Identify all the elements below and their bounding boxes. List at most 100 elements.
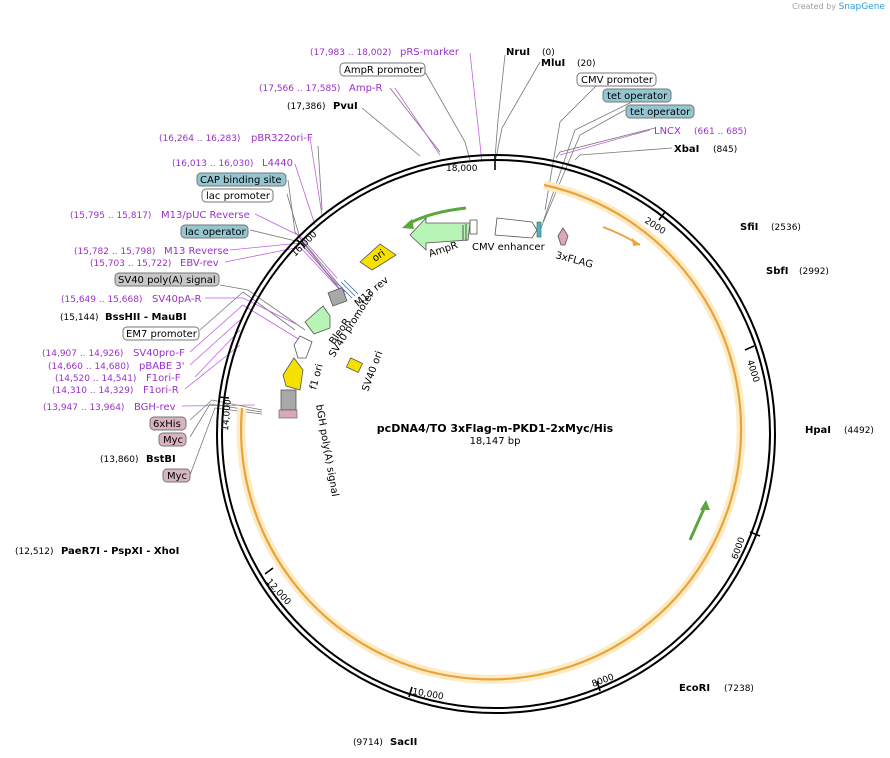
6xhis-text: 6xHis: [153, 419, 181, 430]
enzyme-sbfi-pos: (2992): [799, 267, 829, 277]
enzyme-nrui: NruI: [506, 47, 530, 58]
primer-lncx-pos: (661 .. 685): [694, 127, 747, 137]
myc-box-1: [158, 432, 187, 447]
3xflag-label: 3xFLAG: [554, 250, 594, 271]
primer-prs-marker-pos: (17,983 .. 18,002): [310, 48, 391, 58]
primer-m13puc-reverse-pos: (15,795 .. 15,817): [70, 211, 151, 221]
cap-binding-site-box: [196, 172, 287, 187]
primer-m13-reverse: M13 Reverse: [164, 246, 229, 257]
primer-pbr322ori-f: pBR322ori-F: [251, 133, 313, 144]
enzyme-hpai: HpaI: [805, 425, 831, 436]
features: [278, 206, 710, 541]
enzyme-paer7i-pos: (12,512): [15, 547, 54, 557]
sv40-ori-label: SV40 ori: [360, 350, 385, 393]
enzyme-sfii-pos: (2536): [771, 223, 801, 233]
enzyme-labels: NruI (0) MluI (20) XbaI (845) SfiI (2536…: [15, 47, 874, 748]
enzyme-nrui-pos: (0): [542, 48, 555, 58]
enzyme-xbai-pos: (845): [713, 145, 737, 155]
lac-feature-ticks: [337, 279, 359, 299]
green-arrow-top: [407, 206, 467, 226]
lac-promoter-text: lac promoter: [206, 191, 271, 202]
tick-label-14000: 14,000: [221, 399, 234, 432]
primer-amp-r-pos: (17,566 .. 17,585): [259, 84, 340, 94]
ampr-feature: [409, 216, 471, 251]
lac-promoter-box: [201, 188, 274, 203]
enzyme-ecori-pos: (7238): [724, 684, 754, 694]
myc-text-1: Myc: [163, 435, 183, 446]
bgh-polya-feature: [280, 389, 297, 411]
backbone-inner: [221, 159, 771, 709]
backbone-outer: [216, 154, 776, 714]
green-arrowhead-top: [402, 219, 414, 229]
primer-f1ori-f: F1ori-F: [146, 373, 181, 384]
enzyme-pvui: PvuI: [333, 101, 358, 112]
enzyme-mlui: MluI: [541, 58, 565, 69]
tet-operator-box-1: [602, 88, 672, 103]
3xflag-feature: [557, 227, 569, 246]
plasmid-size: 18,147 bp: [470, 436, 521, 447]
boxed-labels: AmpR promoter CMV promoter tet operator …: [114, 62, 695, 483]
ampr-promoter-feature: [469, 219, 478, 235]
sv40-ori-feature: [345, 357, 363, 374]
created-by-text: Created by: [792, 2, 837, 11]
primer-pbabe3: pBABE 3': [139, 361, 185, 372]
ampr-promoter-box: [339, 62, 426, 77]
primer-pbabe3-pos: (14,660 .. 14,680): [48, 362, 129, 372]
tet-operator-text-2: tet operator: [630, 107, 691, 118]
enzyme-bstbi-pos: (13,860): [100, 455, 139, 465]
primer-l4440-pos: (16,013 .. 16,030): [172, 159, 253, 169]
enzyme-paer7i-pspxi-xhoi: PaeR7I - PspXI - XhoI: [61, 546, 179, 557]
cmv-promoter-feature: [536, 221, 542, 238]
tet-operator-text-1: tet operator: [607, 91, 668, 102]
primer-sv40pro-f: SV40pro-F: [133, 348, 185, 359]
cmv-promoter-text: CMV promoter: [581, 75, 654, 86]
primer-prs-marker: pRS-marker: [400, 47, 460, 58]
primer-l4440: L4440: [262, 158, 293, 169]
three-line-markers: [462, 224, 467, 241]
snapgene-logo: SnapGene: [838, 2, 885, 12]
cmv-enhancer-label: CMV enhancer: [472, 242, 546, 253]
sv40-polya-box: [114, 272, 220, 287]
primer-f1ori-f-pos: (14,520 .. 14,541): [55, 374, 136, 384]
tick-label-4000: 4000: [744, 359, 761, 384]
enzyme-pvui-pos: (17,386): [287, 102, 326, 112]
cmv-promoter-box: [576, 72, 657, 87]
tick-label-16000: 16,000: [290, 230, 320, 260]
enzyme-bstbi: BstBI: [146, 454, 176, 465]
primer-m13puc-reverse: M13/pUC Reverse: [161, 210, 250, 221]
bleor-feature: [304, 305, 331, 335]
sv40-polya-text: SV40 poly(A) signal: [118, 275, 216, 286]
enzyme-xbai: XbaI: [674, 144, 699, 155]
sv40-polya-feature: [327, 287, 348, 307]
em7-promoter-box: [122, 326, 200, 341]
sv40-promoter-feature: [293, 335, 313, 359]
myc-his-feature: [278, 409, 298, 419]
primer-sv40pa-r-pos: (15,649 .. 15,668): [61, 295, 142, 305]
orf-arcs: [236, 180, 746, 684]
primer-f1ori-r-pos: (14,310 .. 14,329): [52, 386, 133, 396]
lac-operator-box: [180, 224, 249, 239]
f1-ori-label: f1 ori: [308, 363, 325, 391]
enzyme-bsshii-pos: (15,144): [60, 313, 99, 323]
primer-labels: (17,983 .. 18,002) pRS-marker (17,566 ..…: [42, 47, 747, 413]
enzyme-sacii-pos: (9714): [353, 738, 383, 748]
tick-label-18000: 18,000: [446, 164, 478, 174]
tet-operator-box-2: [625, 104, 695, 119]
enzyme-ecori: EcoRI: [679, 683, 710, 694]
bgh-polya-label: bGH poly(A) signal: [313, 404, 340, 498]
enzyme-sacii: SacII: [390, 737, 417, 748]
f1-ori-feature: [282, 357, 304, 391]
primer-ebv-rev: EBV-rev: [180, 258, 219, 269]
primer-ebv-rev-pos: (15,703 .. 15,722): [90, 259, 171, 269]
plasmid-name: pcDNA4/TO 3xFlag-m-PKD1-2xMyc/His: [377, 422, 614, 435]
tick-marks: [218, 155, 761, 698]
lac-operator-text: lac operator: [185, 227, 246, 238]
ampr-label: AmpR: [428, 240, 460, 260]
myc-text-2: Myc: [167, 471, 187, 482]
enzyme-mlui-pos: (20): [577, 59, 595, 69]
enzyme-sbfi: SbfI: [766, 266, 788, 277]
ori-feature: [359, 243, 397, 271]
cap-binding-site-text: CAP binding site: [200, 175, 282, 186]
primer-bgh-rev: BGH-rev: [134, 402, 176, 413]
